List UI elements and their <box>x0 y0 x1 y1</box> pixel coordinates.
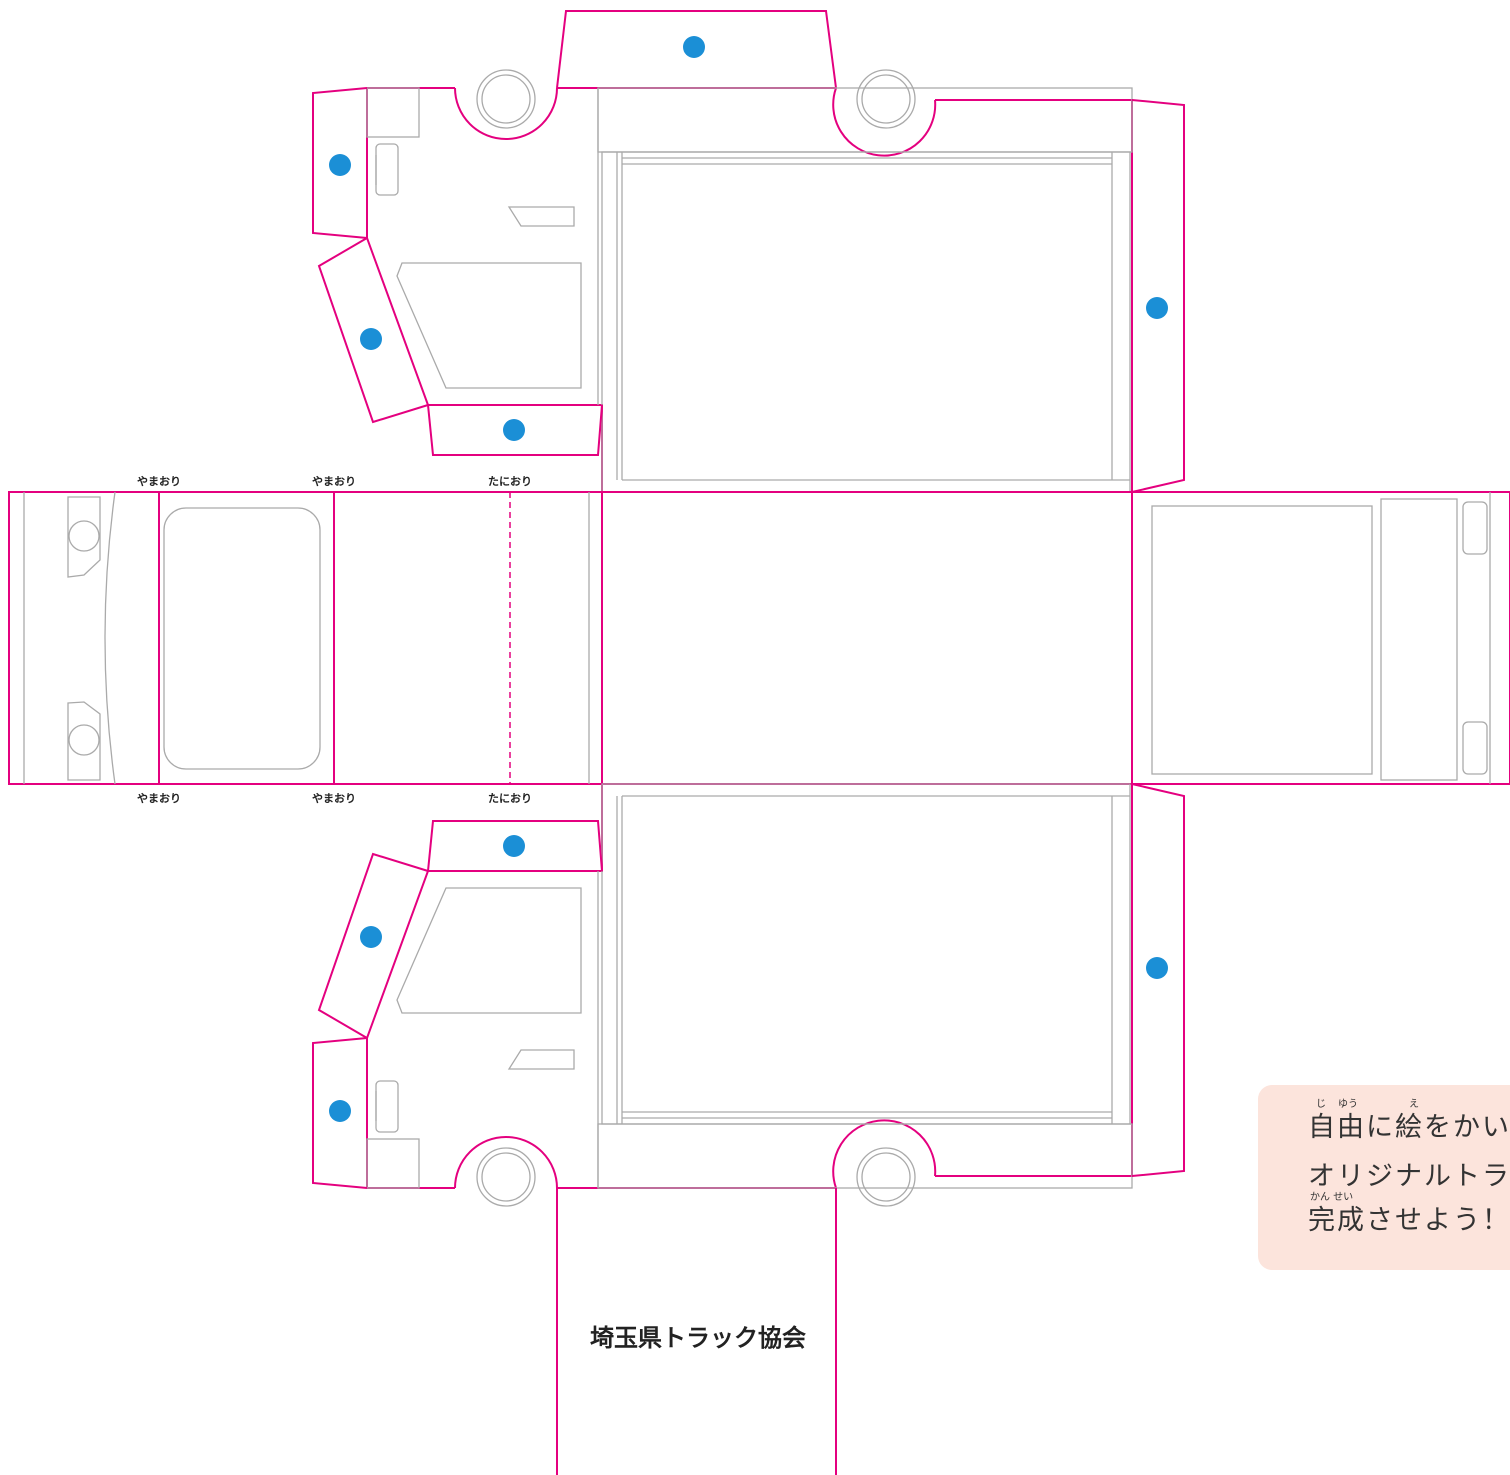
glue-tab-bottom-top <box>427 404 603 456</box>
fold-label: やまおり <box>137 792 181 805</box>
mirror-bottom <box>375 1080 399 1133</box>
wheel-arch-rear-top <box>832 87 937 157</box>
mirror-top <box>375 143 399 196</box>
strip-outline <box>8 491 1510 785</box>
wheel-arch-rear-bottom <box>832 1119 937 1189</box>
glue-tab-front-top <box>312 87 368 239</box>
fold-label: たにおり <box>488 475 532 488</box>
glue-tab-rear-top <box>1131 99 1185 493</box>
tail-light-lower <box>1462 721 1488 775</box>
glue-dot <box>683 36 705 58</box>
headlight-upper <box>67 496 101 578</box>
door-handle-top <box>507 206 575 227</box>
roof-tab-top <box>556 10 837 89</box>
cargo-box-top <box>601 151 1131 493</box>
fold-label: やまおり <box>312 792 356 805</box>
cab-window-bottom <box>396 887 582 1014</box>
wheel-rear-top <box>856 69 916 129</box>
glue-dot <box>329 154 351 176</box>
note-line-2: オリジナルトラ <box>1308 1161 1510 1192</box>
truck-side-panel-top <box>312 10 1185 493</box>
organization-name: 埼玉県トラック協会 <box>590 1324 806 1352</box>
bottom-tab <box>556 1188 837 1475</box>
glue-dot <box>360 328 382 350</box>
wheel-arch-front-top <box>454 87 558 140</box>
body-outline-top <box>366 87 1133 492</box>
rear-door <box>1151 505 1373 775</box>
ruby-e: え <box>1409 1099 1419 1110</box>
wheel-arch-front-bottom <box>454 1136 558 1189</box>
wheel-rear-bottom <box>856 1147 916 1207</box>
note-line-3: かん せい 完成させよう！ <box>1308 1192 1510 1236</box>
tail-light-upper <box>1462 501 1488 555</box>
glue-dot <box>1146 297 1168 319</box>
wheel-front-bottom <box>476 1147 536 1207</box>
glue-dot <box>503 835 525 857</box>
ruby-yuu: ゆう <box>1338 1099 1358 1110</box>
glue-dot <box>329 1100 351 1122</box>
fold-label: やまおり <box>312 475 356 488</box>
note-line-1: じ ゆう え 自由に絵をかい <box>1308 1099 1510 1143</box>
cargo-box-bottom <box>601 783 1131 1125</box>
truck-middle-strip: やまおり やまおり たにおり やまおり やまおり たにおり <box>8 475 1510 805</box>
glue-dot <box>503 419 525 441</box>
door-handle-bottom <box>507 1049 575 1070</box>
headlight-lower <box>67 701 101 781</box>
glue-dot <box>1146 957 1168 979</box>
fold-label: やまおり <box>137 475 181 488</box>
glue-tab-hood-top <box>317 237 429 424</box>
wheel-front-top <box>476 69 536 129</box>
truck-side-panel-bottom <box>312 783 1185 1207</box>
fold-label: たにおり <box>488 792 532 805</box>
ruby-ji: じ <box>1316 1099 1326 1110</box>
ruby-kansei: かん せい <box>1310 1192 1354 1203</box>
cab-window-top <box>396 262 582 389</box>
instruction-note: じ ゆう え 自由に絵をかい オリジナルトラ かん せい 完成させよう！ <box>1258 1085 1510 1270</box>
glue-dot <box>360 926 382 948</box>
windshield <box>163 507 321 770</box>
